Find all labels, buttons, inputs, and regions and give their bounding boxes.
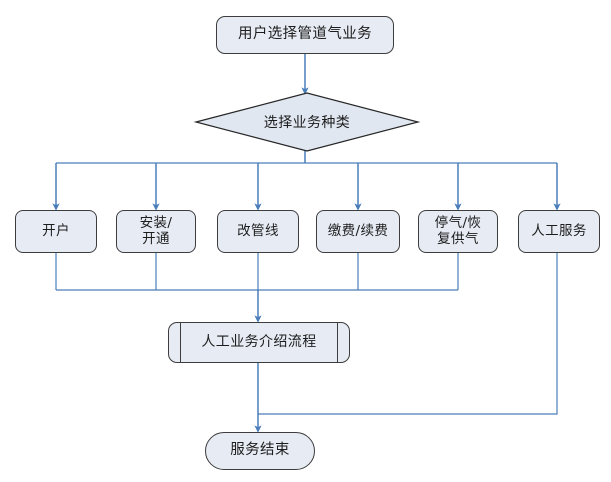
option-node-label: 安装/ 开通	[139, 214, 173, 247]
start-node[interactable]: 用户选择管道气业务	[216, 16, 394, 54]
option-node-label: 缴费/续费	[327, 222, 389, 239]
end-node[interactable]: 服务结束	[205, 432, 315, 470]
option-node-label: 人工服务	[531, 222, 587, 239]
edge-option-5-to-end	[258, 253, 558, 415]
predefined-process-node[interactable]: 人工业务介绍流程	[168, 322, 350, 363]
option-node-anzhuang-kaitong[interactable]: 安装/ 开通	[116, 210, 196, 253]
option-node-jiaofei-xufei[interactable]: 缴费/续费	[316, 210, 400, 253]
option-node-gaiguanxian[interactable]: 改管线	[217, 210, 299, 253]
end-node-label: 服务结束	[230, 442, 290, 459]
decision-node-label: 选择业务种类	[263, 115, 351, 131]
decision-node[interactable]: 选择业务种类	[196, 93, 418, 151]
option-node-label: 开户	[42, 222, 70, 239]
predefined-process-node-label: 人工业务介绍流程	[201, 334, 317, 351]
option-node-rengong-fuwu[interactable]: 人工服务	[518, 210, 600, 253]
start-node-label: 用户选择管道气业务	[237, 26, 373, 43]
option-node-label: 停气/恢 复供气	[434, 214, 482, 247]
option-node-label: 改管线	[237, 222, 279, 239]
decision-diamond-shape	[193, 92, 421, 152]
option-node-tingqi-huifugongqi[interactable]: 停气/恢 复供气	[418, 210, 498, 253]
option-node-kaihu[interactable]: 开户	[15, 210, 97, 253]
